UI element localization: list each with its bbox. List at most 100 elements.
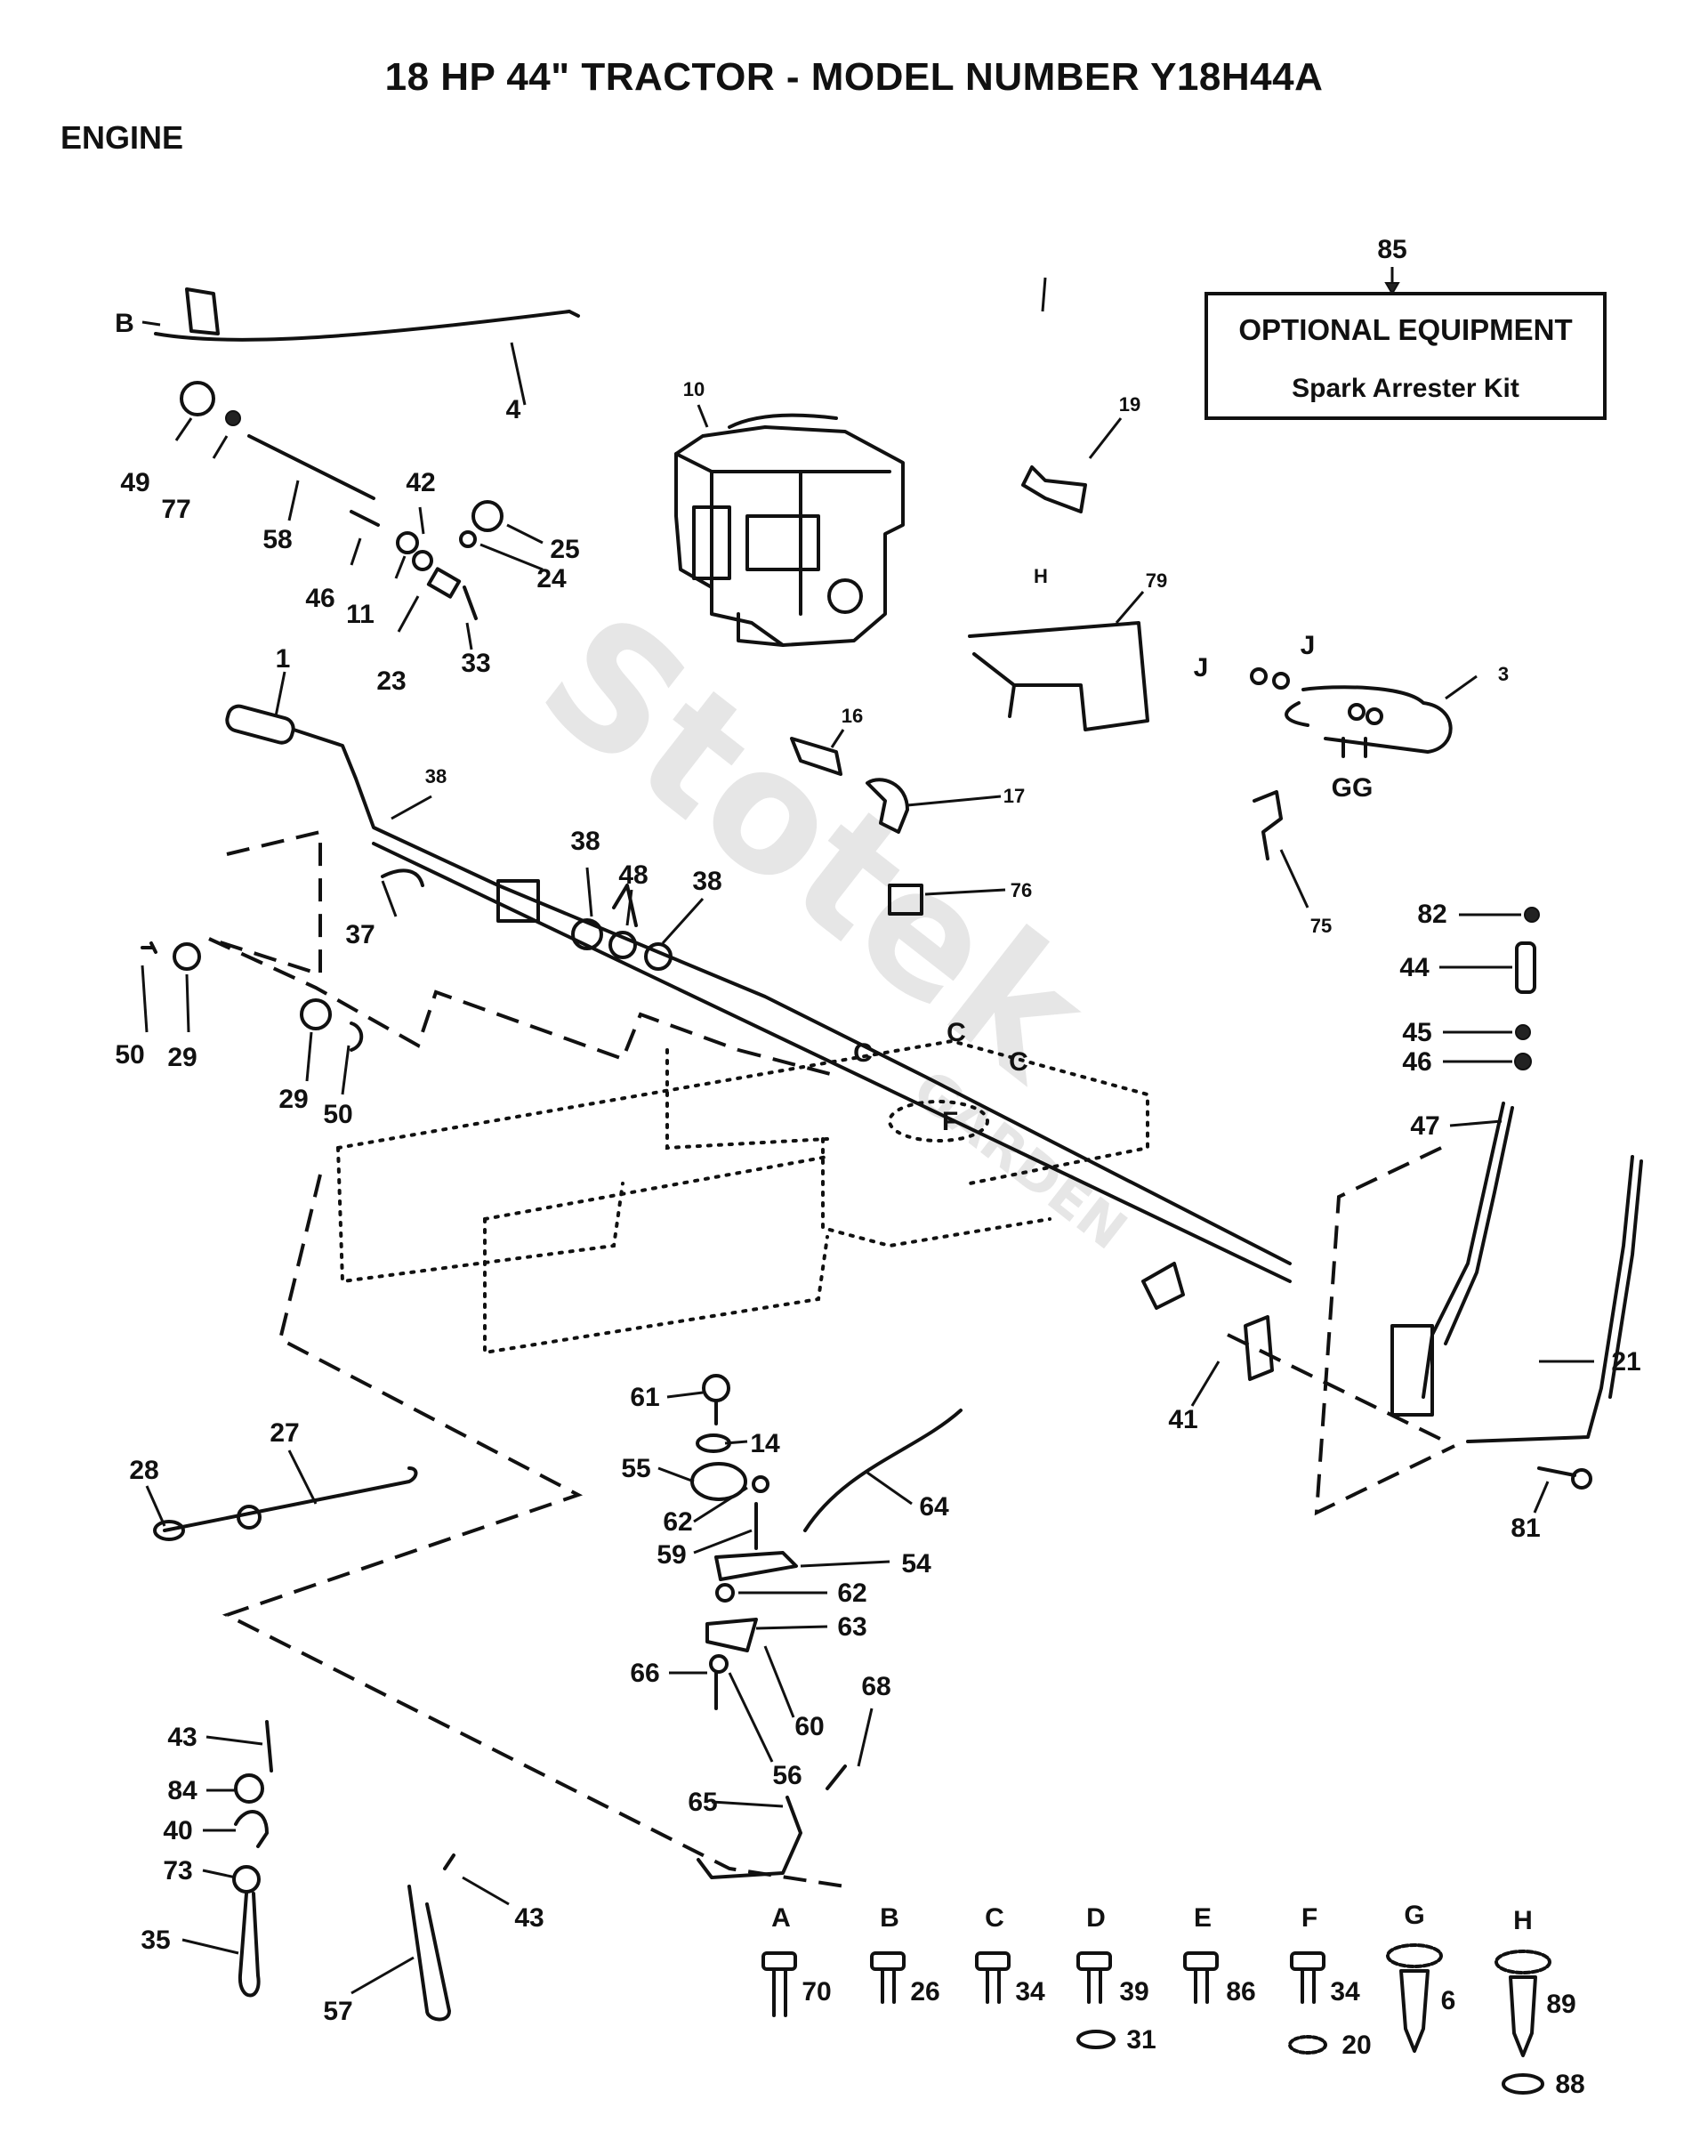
callout-28: 28: [129, 1456, 158, 1485]
callout-27: 27: [270, 1418, 299, 1448]
callout-46-right: 46: [1402, 1047, 1431, 1077]
callout-1: 1: [276, 644, 291, 674]
callout-47: 47: [1410, 1111, 1439, 1141]
callout-35: 35: [141, 1926, 170, 1955]
control-shaft-assembly: [141, 704, 1292, 1381]
callout-19: 19: [1119, 393, 1140, 416]
hardware-B-part: 26: [910, 1977, 939, 2007]
callout-54: 54: [901, 1549, 931, 1579]
callout-81: 81: [1511, 1514, 1540, 1543]
callout-J2: J: [1301, 631, 1316, 660]
callout-68: 68: [861, 1672, 890, 1701]
hardware-E-letter: E: [1194, 1903, 1212, 1933]
callout-79: 79: [1146, 569, 1167, 592]
callout-48: 48: [618, 860, 648, 890]
callout-62-upper: 62: [663, 1507, 692, 1537]
callout-73: 73: [163, 1856, 192, 1885]
hardware-D-part: 39: [1119, 1977, 1148, 2007]
hardware-C: C 34: [975, 1903, 1045, 2007]
callout-4: 4: [506, 395, 521, 424]
callout-38-b: 38: [570, 827, 600, 856]
callout-41: 41: [1168, 1405, 1197, 1434]
hardware-C-letter: C: [985, 1903, 1004, 1933]
hardware-F-washer: 20: [1341, 2031, 1371, 2060]
hardware-D-washer: 31: [1126, 2025, 1156, 2055]
callout-38-c: 38: [692, 867, 721, 896]
callout-F: F: [942, 1107, 958, 1136]
optional-equipment-title: OPTIONAL EQUIPMENT: [1238, 313, 1572, 346]
optional-equipment-box: OPTIONAL EQUIPMENT Spark Arrester Kit 85: [1204, 235, 1607, 420]
callout-57: 57: [323, 1997, 352, 2026]
callout-43-right: 43: [514, 1903, 544, 1933]
callout-62-lower: 62: [837, 1579, 866, 1608]
callout-50-right: 50: [323, 1100, 352, 1129]
hardware-H: H 89 88: [1494, 1906, 1585, 2099]
hardware-D: D 39 31: [1076, 1903, 1156, 2055]
callout-44: 44: [1399, 953, 1430, 982]
hardware-E: E 86: [1183, 1903, 1256, 2007]
hardware-H-washer: 88: [1555, 2070, 1584, 2099]
callout-46-left: 46: [305, 584, 334, 613]
callout-56: 56: [772, 1761, 802, 1790]
lift-lever-parts: [1390, 907, 1643, 1490]
callout-14: 14: [750, 1429, 780, 1458]
hardware-G-part: 6: [1441, 1986, 1456, 2015]
exhaust-parts: [790, 465, 1453, 916]
callout-75: 75: [1310, 915, 1332, 937]
callout-59: 59: [657, 1540, 686, 1570]
throttle-cable-part-4: [154, 287, 580, 342]
callout-37: 37: [345, 920, 375, 949]
callout-17: 17: [1003, 785, 1025, 807]
callout-85: 85: [1377, 235, 1406, 264]
callout-23: 23: [376, 666, 406, 696]
callout-82: 82: [1417, 900, 1446, 929]
callout-16: 16: [842, 705, 863, 727]
callout-25: 25: [550, 535, 579, 564]
hardware-A-part: 70: [802, 1977, 831, 2007]
callout-65: 65: [688, 1788, 717, 1817]
hardware-D-letter: D: [1086, 1903, 1106, 1933]
left-linkage-parts: [153, 1466, 455, 2022]
hardware-B: B 26: [870, 1903, 940, 2007]
callout-64: 64: [919, 1492, 949, 1522]
hardware-A-letter: A: [771, 1903, 791, 1933]
hardware-C-part: 34: [1015, 1977, 1045, 2007]
hardware-H-part: 89: [1546, 1990, 1575, 2019]
callout-60: 60: [794, 1712, 824, 1741]
callout-21: 21: [1611, 1347, 1640, 1377]
frame-outline: [208, 829, 1455, 1888]
callout-38-a: 38: [425, 765, 447, 787]
choke-rod-parts: [180, 381, 504, 620]
callout-H: H: [1034, 565, 1048, 587]
callout-labels: 4 B 49 77 58 46 11 42 23 33 25 24 10 19 …: [115, 309, 1641, 2026]
washer-icon: [1502, 2073, 1544, 2095]
callout-45: 45: [1402, 1018, 1431, 1047]
callout-11: 11: [346, 600, 375, 629]
callout-B: B: [115, 309, 134, 338]
optional-equipment-subtitle: Spark Arrester Kit: [1292, 374, 1519, 403]
hardware-F: F 34 20: [1288, 1903, 1372, 2060]
hardware-F-part: 34: [1330, 1977, 1360, 2007]
callout-3: 3: [1498, 663, 1509, 685]
callout-10: 10: [683, 378, 705, 400]
callout-43-left: 43: [167, 1723, 197, 1752]
hardware-B-letter: B: [880, 1903, 899, 1933]
callout-33: 33: [461, 649, 490, 678]
callout-50-left: 50: [115, 1040, 144, 1070]
engine-part-10: [674, 413, 905, 647]
page-title: 18 HP 44" TRACTOR - MODEL NUMBER Y18H44A: [384, 55, 1324, 99]
callout-61: 61: [630, 1383, 659, 1412]
washer-icon: [1076, 2030, 1116, 2049]
callout-J1: J: [1194, 653, 1209, 682]
callout-29-right: 29: [278, 1085, 308, 1114]
hardware-A: A 70: [761, 1903, 832, 2017]
callout-42: 42: [406, 468, 435, 497]
section-heading: ENGINE: [60, 119, 184, 156]
callout-55: 55: [621, 1454, 650, 1483]
hardware-G-letter: G: [1404, 1901, 1424, 1930]
callout-76: 76: [1011, 879, 1032, 901]
callout-24: 24: [536, 564, 567, 594]
lock-washer-icon: [1288, 2035, 1327, 2055]
callout-84: 84: [167, 1776, 197, 1805]
